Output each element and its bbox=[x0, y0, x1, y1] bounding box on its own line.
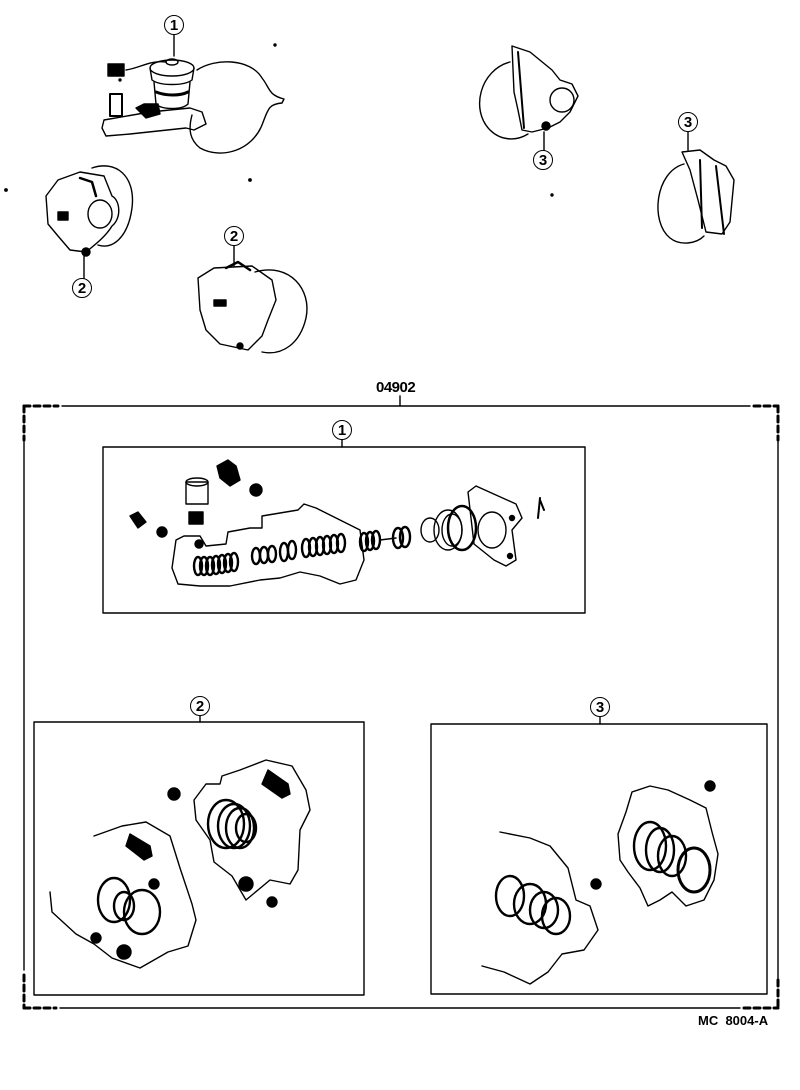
figure-code: MC 8004-A bbox=[698, 1013, 769, 1028]
callout-2-front-caliper-left: 2 bbox=[72, 278, 92, 298]
callout-3-rear-caliper-right: 3 bbox=[678, 112, 698, 132]
kit-panel-3-illustration bbox=[430, 715, 768, 995]
kit-panel-2-illustration bbox=[33, 715, 365, 996]
front-caliper-left-illustration bbox=[4, 165, 252, 279]
callout-1-master-cylinder: 1 bbox=[164, 15, 184, 35]
front-caliper-right-illustration bbox=[197, 245, 308, 354]
master-cylinder-illustration bbox=[101, 34, 285, 154]
callout-3-rear-caliper-left: 3 bbox=[533, 150, 553, 170]
callout-2-front-caliper-right: 2 bbox=[224, 226, 244, 246]
rear-caliper-right-illustration bbox=[657, 131, 735, 244]
callout-1-kit-panel: 1 bbox=[332, 420, 352, 440]
callout-3-kit-panel: 3 bbox=[590, 697, 610, 717]
kit-panel-1-illustration bbox=[102, 439, 586, 614]
callout-2-kit-panel: 2 bbox=[190, 696, 210, 716]
kit-04902-boundary bbox=[22, 395, 780, 1010]
rear-caliper-left-illustration bbox=[478, 45, 579, 197]
kit-number-label: 04902 bbox=[376, 379, 416, 396]
